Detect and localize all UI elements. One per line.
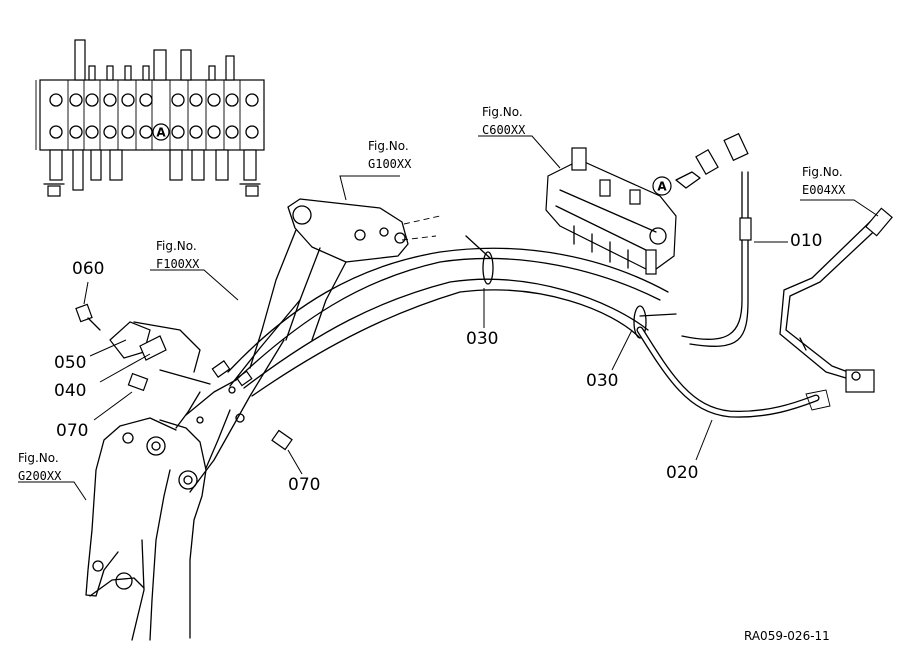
fig-ref-c600-code: C600XX (482, 123, 526, 137)
part-label-040: 040 (54, 381, 86, 401)
fig-ref-f100-code: F100XX (156, 257, 200, 271)
fig-ref-g200-code: G200XX (18, 469, 62, 483)
control-valve-inset: A (35, 39, 265, 197)
fittings (75, 303, 293, 451)
control-valve: A (545, 132, 749, 275)
part-label-050: 050 (54, 353, 86, 373)
leader-lines (18, 135, 879, 501)
part-label-070-right: 070 (288, 475, 320, 495)
fig-ref-g100-prefix: Fig.No. (368, 139, 409, 153)
fig-ref-g100-code: G100XX (368, 157, 412, 171)
drawing-id: RA059-026-11 (744, 629, 830, 643)
port-a-marker-valve: A (657, 180, 667, 194)
fig-ref-g200-prefix: Fig.No. (18, 451, 59, 465)
fig-ref-f100-prefix: Fig.No. (156, 239, 197, 253)
part-label-010: 010 (790, 231, 822, 251)
fig-ref-c600-prefix: Fig.No. (482, 105, 523, 119)
fig-ref-e004-prefix: Fig.No. (802, 165, 843, 179)
part-label-060: 060 (72, 259, 104, 279)
part-label-020: 020 (666, 463, 698, 483)
part-label-030-right: 030 (586, 371, 618, 391)
part-label-030-left: 030 (466, 329, 498, 349)
part-label-070-left: 070 (56, 421, 88, 441)
port-a-marker-inset: A (156, 126, 166, 140)
boom-drawing (85, 198, 441, 641)
boom-pipes (227, 235, 677, 397)
fig-ref-e004-code: E004XX (802, 183, 846, 197)
